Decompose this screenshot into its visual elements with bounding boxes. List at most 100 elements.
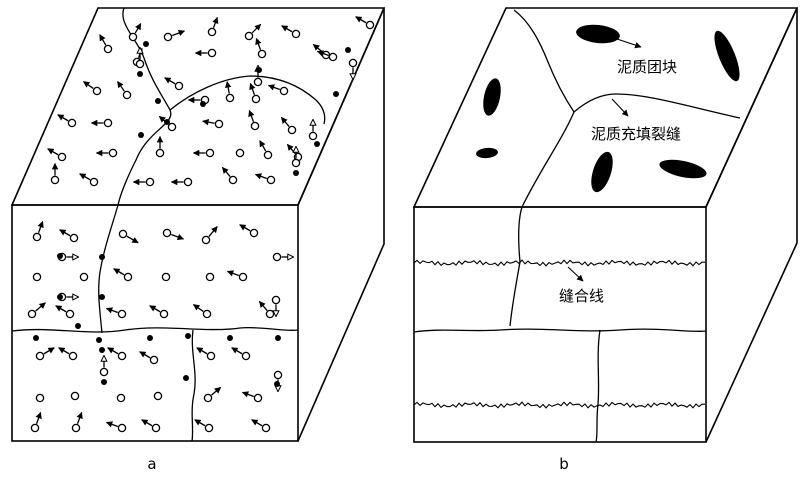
open-circle-icon [117, 423, 127, 433]
open-circle-icon [214, 119, 224, 129]
open-circle-icon [32, 272, 42, 282]
panel-a-bedding-fracture [11, 326, 299, 333]
open-circle-icon [122, 90, 132, 100]
fracture-pointer [611, 98, 629, 117]
open-circle-icon [71, 423, 81, 433]
solid-arrow-icon [99, 34, 107, 46]
open-circle-icon [257, 49, 267, 59]
solid-arrow-icon [251, 419, 263, 427]
filled-dot-icon [75, 323, 81, 329]
filled-dot-icon [96, 337, 102, 343]
open-circle-icon [118, 229, 128, 239]
open-circle-icon [244, 31, 254, 41]
open-circle-icon [253, 393, 263, 403]
open-circle-icon [92, 86, 102, 96]
open-circle-icon [328, 52, 338, 62]
solid-arrow-icon [212, 16, 219, 28]
solid-arrow-icon [113, 268, 125, 276]
solid-arrow-icon [117, 80, 125, 92]
filled-dot-icon [101, 379, 107, 385]
open-circle-icon [57, 152, 67, 162]
solid-arrow-icon [35, 411, 42, 424]
open-circle-icon [103, 44, 113, 54]
panel-a-front-fracture [98, 204, 119, 334]
filled-dot-icon [183, 375, 189, 381]
solid-arrow-icon [239, 224, 251, 232]
open-circle-icon [69, 233, 79, 243]
open-circle-icon [365, 20, 375, 30]
open-circle-icon [265, 309, 275, 319]
solid-arrow-icon [58, 347, 70, 355]
solid-arrow-icon [255, 37, 262, 50]
open-circle-icon [161, 272, 171, 282]
filled-dot-icon [256, 67, 262, 73]
open-circle-icon [201, 235, 211, 245]
stylolite-label: 缝合线 [559, 287, 604, 305]
stylolite-pointer [567, 266, 584, 282]
open-circle-icon [153, 391, 163, 401]
open-circle-icon [89, 177, 99, 187]
solid-arrow-icon [79, 173, 91, 181]
stylolite-line [413, 401, 706, 409]
solid-arrow-icon [281, 25, 293, 33]
open-circle-icon [155, 148, 165, 158]
solid-arrow-icon [55, 305, 67, 313]
solid-arrow-icon [164, 77, 176, 85]
open-circle-icon [27, 309, 37, 319]
filled-dot-icon [200, 101, 206, 107]
filled-dot-icon [143, 41, 149, 47]
open-circle-icon [272, 252, 282, 262]
solid-arrow-icon [37, 220, 44, 233]
open-circle-icon [207, 48, 217, 58]
open-circle-icon [149, 355, 159, 365]
solid-arrow-icon [149, 305, 161, 313]
panel-b-front-fracture [509, 206, 523, 327]
open-circle-icon [273, 370, 283, 380]
open-circle-icon [123, 272, 133, 282]
open-circle-icon [65, 309, 75, 319]
solid-arrow-icon [224, 81, 232, 94]
filled-dot-icon [293, 170, 299, 176]
open-circle-icon [206, 351, 216, 361]
open-circle-icon [167, 122, 177, 132]
solid-arrow-icon [47, 148, 59, 156]
filled-dot-icon [33, 335, 39, 341]
panel-a-front-fracture [191, 329, 196, 442]
filled-dot-icon [147, 335, 153, 341]
panel-a-top-fracture [169, 75, 326, 125]
panel-b-block: 泥质团块 泥质充填裂缝 缝合线 [412, 7, 799, 443]
panel-a-top-fracture [117, 7, 172, 206]
open-circle-icon [228, 175, 238, 185]
open-circle-icon [241, 351, 251, 361]
open-circle-icon [308, 131, 318, 141]
open-circle-icon [202, 309, 212, 319]
solid-arrow-icon [82, 81, 94, 89]
mud-clast [714, 30, 740, 82]
solid-arrow-icon [259, 140, 267, 152]
panel-b-side-face [705, 7, 798, 443]
open-circle-icon [251, 94, 261, 104]
open-circle-icon [103, 118, 113, 128]
panel-a-block [10, 7, 386, 442]
solid-arrow-icon [76, 411, 83, 424]
open-circle-icon [99, 367, 109, 377]
solid-arrow-icon [254, 173, 267, 180]
mud-filled-fracture-label: 泥质充填裂缝 [591, 125, 681, 143]
solid-arrow-icon [258, 300, 268, 311]
panel-b-caption: b [559, 455, 569, 473]
open-circle-icon [271, 295, 281, 305]
mud-clast [576, 24, 620, 44]
open-circle-icon [162, 228, 172, 238]
filled-dot-icon [99, 294, 105, 300]
panel-b-front-face [413, 206, 707, 443]
open-circle-icon [250, 121, 260, 131]
solid-arrow-icon [211, 386, 222, 396]
open-circle-icon [249, 228, 259, 238]
open-circle-icon [163, 32, 173, 42]
solid-arrow-icon [35, 302, 46, 312]
panel-a-side-face [297, 7, 385, 442]
solid-arrow-icon [105, 307, 118, 314]
solid-arrow-icon [126, 235, 139, 244]
